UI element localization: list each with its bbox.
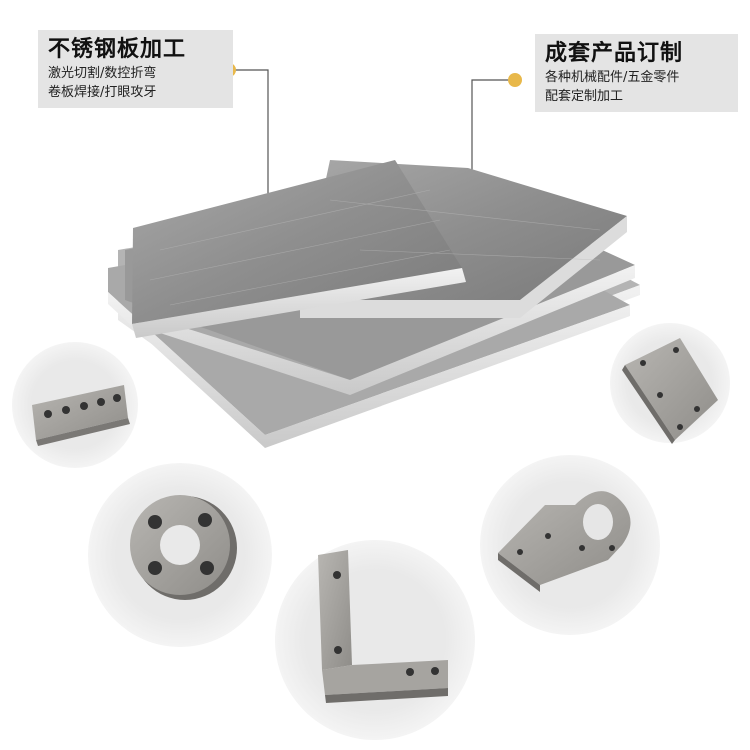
label-left-line-1: 激光切割/数控折弯 (48, 66, 157, 81)
label-left-title: 不锈钢板加工 (48, 37, 187, 62)
part-perforated-bar (12, 342, 138, 468)
label-right-line-1: 各种机械配件/五金零件 (545, 70, 680, 85)
label-left-line-2: 卷板焊接/打眼攻牙 (48, 85, 157, 100)
label-stainless-processing: 不锈钢板加工 激光切割/数控折弯 卷板焊接/打眼攻牙 (38, 30, 233, 108)
part-mounting-plate (610, 323, 730, 444)
steel-plate-stack (108, 160, 640, 448)
label-custom-products: 成套产品订制 各种机械配件/五金零件 配套定制加工 (535, 34, 738, 112)
label-right-title: 成套产品订制 (545, 41, 684, 66)
label-right-line-2: 配套定制加工 (545, 89, 624, 104)
part-l-bracket (275, 540, 475, 740)
part-motor-mount (480, 455, 660, 635)
part-ring-flange (88, 463, 272, 647)
